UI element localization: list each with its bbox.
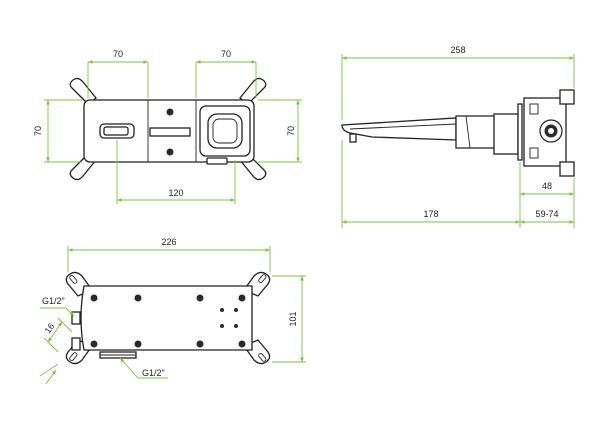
label-thread-top: G1/2": [42, 296, 65, 306]
mixer-base: [206, 157, 228, 165]
side-inlet-top: [71, 311, 81, 325]
plate-hole-6: [134, 340, 142, 348]
label-offset-small: 16: [43, 321, 57, 335]
plate-hole-7: [196, 340, 204, 348]
label-width-left: 70: [113, 49, 123, 59]
front-screw-bottom: [166, 148, 174, 156]
neck-line: [465, 115, 471, 149]
label-thread-bottom: G1/2": [142, 368, 165, 378]
spout-outlet-inner: [103, 126, 129, 136]
label-spout-length: 178: [423, 209, 438, 219]
plate-view: 226 101 G1/2" G1/2" 16: [39, 237, 306, 385]
leader-thread-bottom: [119, 357, 139, 379]
inlet-core: [548, 128, 554, 134]
front-view: 70 70 70 70 120: [33, 49, 302, 204]
center-slot: [149, 127, 191, 137]
spout-profile: [341, 117, 457, 141]
plate-hole-3: [196, 294, 204, 302]
front-ear-top-right: [239, 77, 267, 105]
label-wall-depth: 59-74: [535, 209, 558, 219]
plate-pin-4: [234, 324, 238, 328]
plate-hole-2: [134, 294, 142, 302]
box-tab-bottom: [559, 161, 575, 177]
mixer-knob: [207, 113, 243, 149]
dim-line-offset: [47, 321, 63, 343]
slot-d: [258, 353, 267, 362]
cover-plate-edge: [493, 113, 519, 155]
box-tab-top: [559, 89, 575, 105]
side-inlet-bottom: [71, 337, 81, 351]
plate-hole-5: [90, 340, 98, 348]
slot-c: [69, 352, 78, 361]
spout-edge: [349, 123, 457, 130]
box-detail-a: [529, 103, 539, 115]
plate-body: [80, 285, 253, 351]
label-plate-width: 226: [161, 237, 176, 247]
label-plate-height: 101: [288, 311, 298, 326]
side-view: 258 48 178 59-74: [341, 45, 575, 228]
dim-tick-bottom: [39, 363, 59, 377]
plate-hole-4: [238, 294, 246, 302]
leader-thread-top: [65, 307, 75, 317]
dim-tick-arrow: [45, 369, 57, 385]
plate-hole-8: [238, 340, 246, 348]
spout-aerator: [349, 133, 357, 143]
box-detail-b: [529, 147, 539, 159]
dim-ext-u: [43, 337, 59, 353]
mixer-knob-inner: [212, 118, 238, 144]
front-ear-top-left: [69, 77, 97, 105]
plate-pin-2: [234, 308, 238, 312]
plate-hole-1: [90, 294, 98, 302]
slot-a: [69, 275, 78, 284]
label-height-right: 70: [286, 126, 296, 136]
dim-ext-t: [57, 317, 73, 333]
label-width-right: 70: [221, 49, 231, 59]
plate-pin-1: [220, 308, 224, 312]
label-center-distance: 120: [168, 188, 183, 198]
label-height-left: 70: [33, 126, 43, 136]
slot-b: [258, 274, 267, 283]
wall-flange: [517, 103, 523, 161]
label-total-length: 258: [450, 45, 465, 55]
label-body-width: 48: [542, 181, 552, 191]
plate-pin-3: [220, 324, 224, 328]
front-screw-top: [166, 108, 174, 116]
